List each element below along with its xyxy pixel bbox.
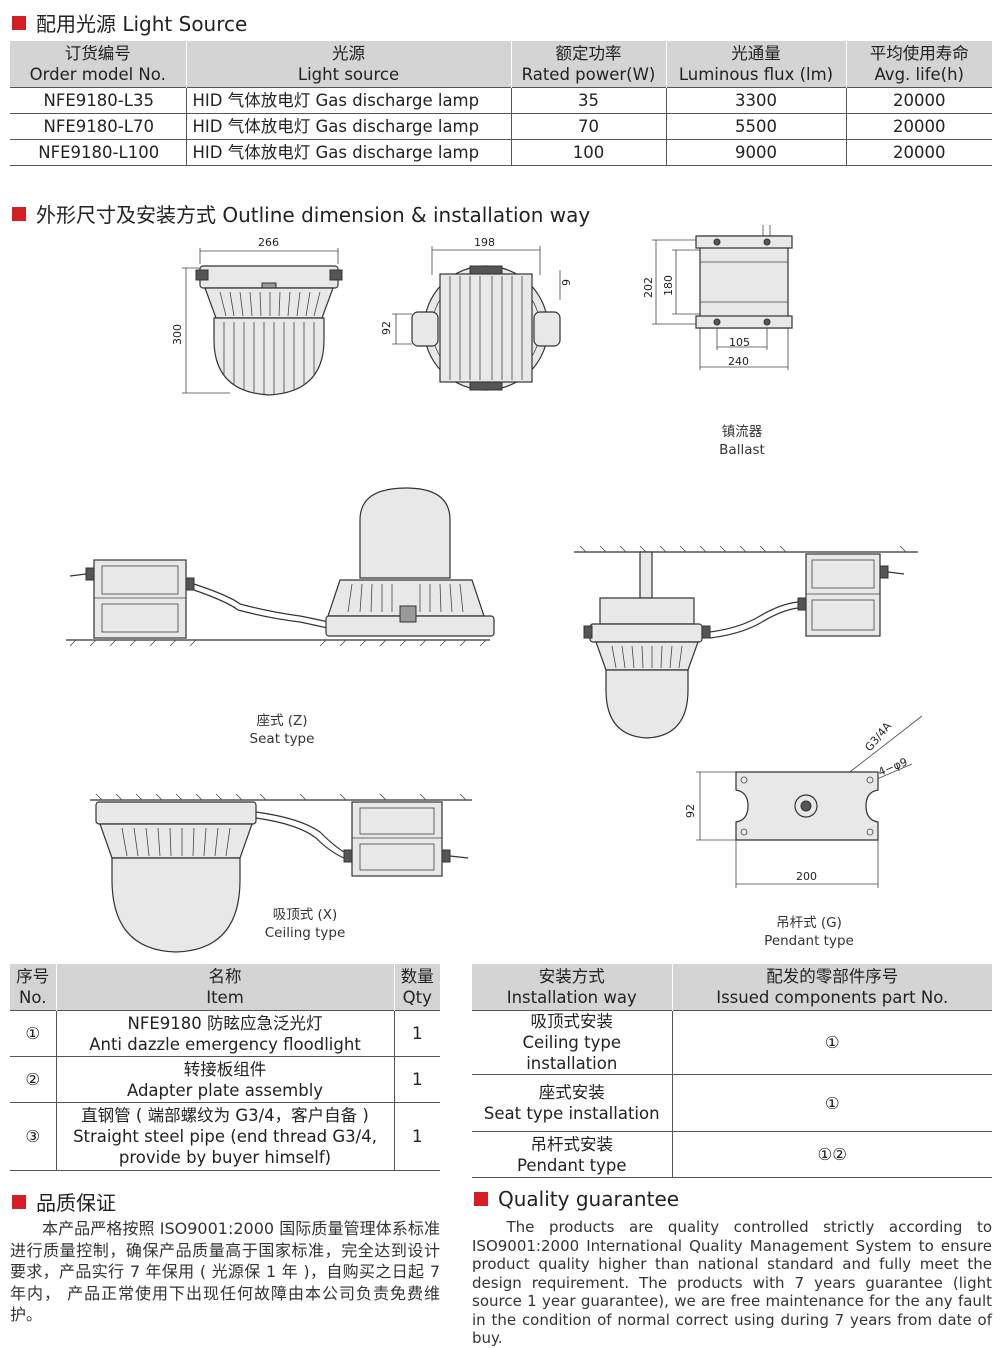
dim-200: 200 — [796, 870, 817, 883]
dim-198: 198 — [474, 236, 495, 249]
dim-180: 180 — [662, 275, 675, 296]
ballast-drawing: 10 202 180 105 240 — [642, 225, 793, 370]
caption-pendant-type: 吊杆式 (G)Pendant type — [764, 915, 854, 949]
outline-drawings: 266 300 198 9 — [66, 225, 923, 953]
caption-ceiling-type: 吸顶式 (X)Ceiling type — [264, 907, 346, 941]
red-square-icon — [12, 206, 26, 221]
quality-text-cn: 本产品严格按照 ISO9001:2000 国际质量管理体系标准进行质量控制，确保… — [10, 1219, 440, 1324]
seat-type-drawing — [66, 487, 495, 647]
dim-92-top: 92 — [380, 321, 393, 335]
table-row: ③ 直钢管 ( 端部螺纹为 G3/4，客户自备 )Straight steel … — [10, 1102, 440, 1171]
table-row: NFE9180-L100 HID 气体放电灯 Gas discharge lam… — [10, 139, 992, 166]
section-title-quality-en: Quality guarantee — [474, 1187, 679, 1211]
dim-300: 300 — [171, 324, 184, 345]
section-title-light-source: 配用光源 Light Source — [12, 8, 247, 37]
dim-9: 9 — [560, 279, 573, 286]
section-title-outline: 外形尺寸及安装方式 Outline dimension & installati… — [12, 199, 590, 228]
lamp-top-view: 198 9 92 — [380, 236, 573, 391]
section-title-quality-cn: 品质保证 — [12, 1187, 116, 1216]
red-square-icon — [12, 15, 26, 30]
red-square-icon — [474, 1192, 488, 1206]
dim-105: 105 — [729, 336, 750, 349]
ceiling-type-drawing — [90, 793, 472, 953]
table-row: NFE9180-L35 HID 气体放电灯 Gas discharge lamp… — [10, 87, 992, 114]
dim-92-plate: 92 — [684, 804, 697, 818]
caption-seat-type: 座式 (Z)Seat type — [249, 713, 315, 747]
dim-202: 202 — [642, 277, 655, 298]
table-row: NFE9180-L70 HID 气体放电灯 Gas discharge lamp… — [10, 113, 992, 140]
dim-240: 240 — [728, 355, 749, 368]
lamp-front-view: 266 300 — [171, 236, 343, 396]
adapter-plate-drawing: G3/4A 4−φ9 92 200 — [684, 715, 923, 888]
quality-text-en: The products are quality controlled stri… — [472, 1218, 992, 1347]
red-square-icon — [12, 1194, 26, 1209]
pendant-type-drawing — [574, 545, 918, 739]
dim-g34: G3/4A — [862, 719, 894, 754]
dim-266: 266 — [258, 236, 279, 249]
